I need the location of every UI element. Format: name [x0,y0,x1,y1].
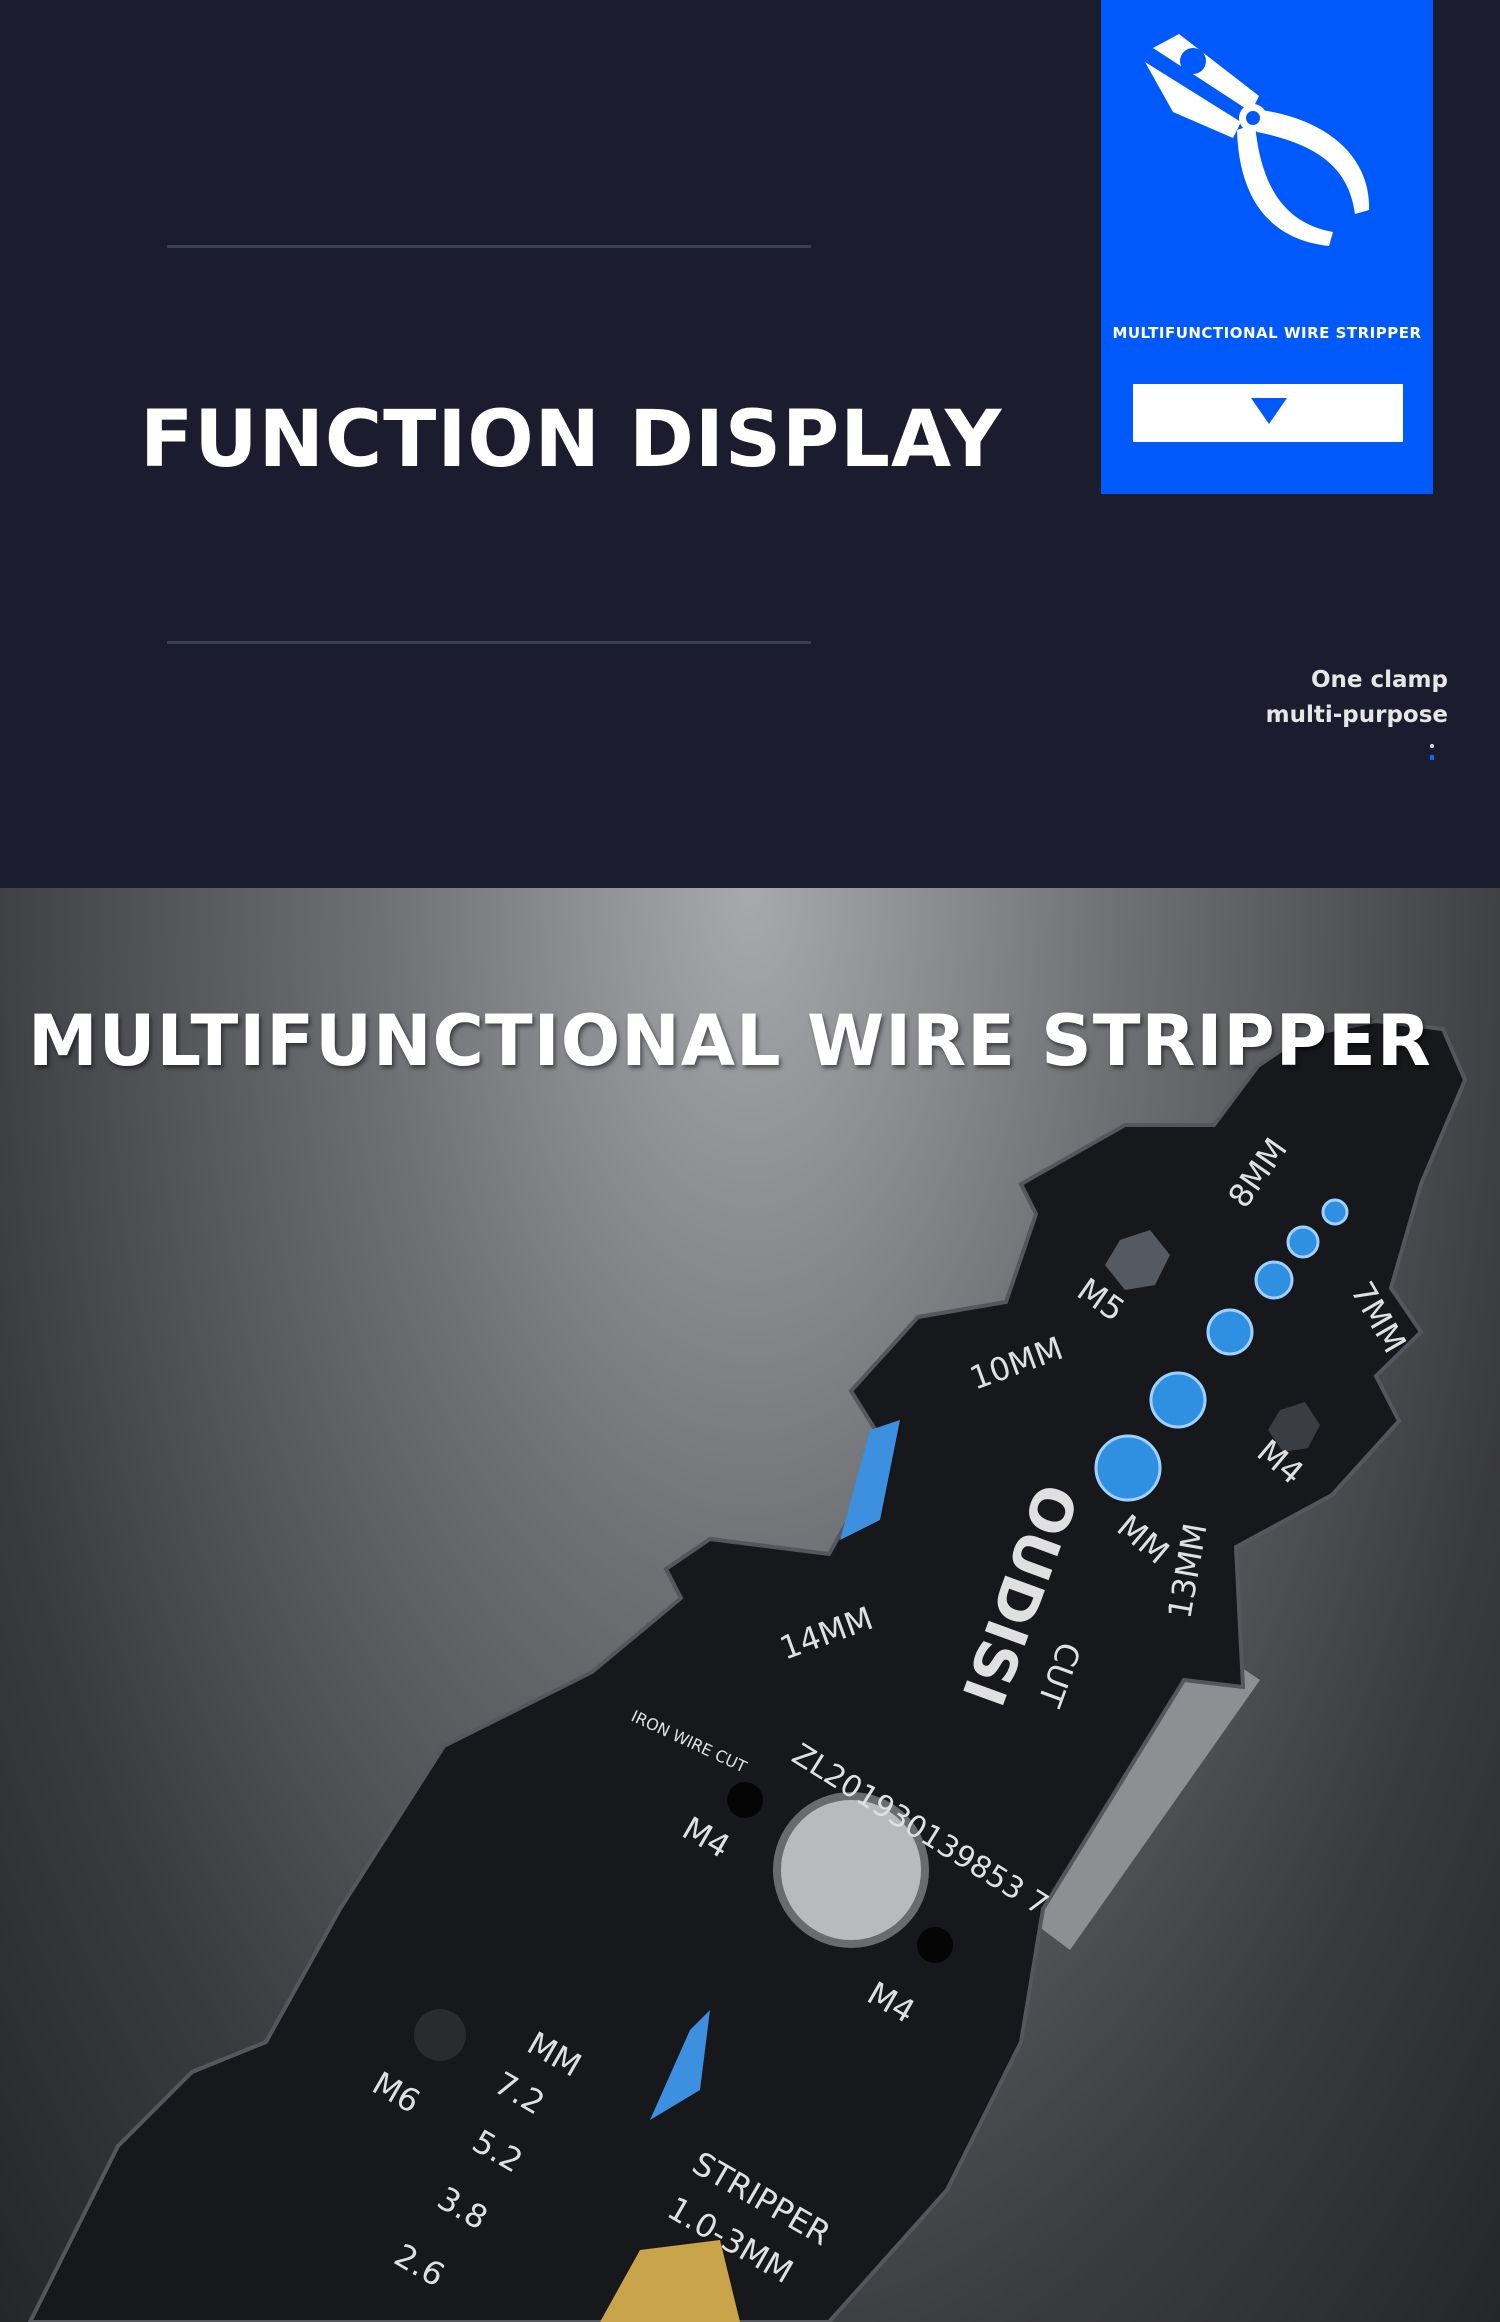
page-title: FUNCTION DISPLAY [140,395,1003,485]
wire-sample [1254,1260,1294,1300]
blue-accent [650,2010,710,2120]
gold-crimp [600,2240,740,2322]
pliers-icon [1145,34,1370,246]
tagline-line-2: multi-purpose [1265,702,1448,728]
stripper-blade [1010,1640,1260,1950]
feature-card: MULTIFUNCTIONAL WIRE STRIPPER [1101,0,1433,494]
pivot-bolt [773,1792,929,1948]
function-display-section: FUNCTION DISPLAY MULTIFUNCTIONAL WIRE ST… [0,0,1500,888]
hex-hole [1105,1230,1170,1290]
wire-sample [1286,1225,1320,1259]
divider-bottom [167,641,811,644]
wire-sample [1094,1434,1162,1502]
wire-sample [1149,1371,1207,1429]
hex-hole [1268,1402,1320,1452]
product-title: MULTIFUNCTIONAL WIRE STRIPPER [28,1000,1432,1082]
blue-accent [840,1420,900,1540]
wire-sample [1321,1198,1349,1226]
screw-hole [727,1782,763,1818]
tagline: One clamp multi-purpose [1266,663,1448,733]
dot-indicator [1430,744,1434,748]
screw-hole [917,1927,953,1963]
wire-sample [1206,1308,1254,1356]
card-label: MULTIFUNCTIONAL WIRE STRIPPER [1112,324,1422,342]
wire-samples [1094,1198,1349,1502]
screw-hole [414,2009,466,2061]
tagline-line-1: One clamp [1310,667,1448,693]
stripper-body [27,1018,1468,2322]
divider-top [167,245,811,248]
scroll-down-button[interactable] [1133,384,1403,442]
triangle-down-icon [1251,398,1287,424]
dot-indicator-active [1430,755,1434,760]
